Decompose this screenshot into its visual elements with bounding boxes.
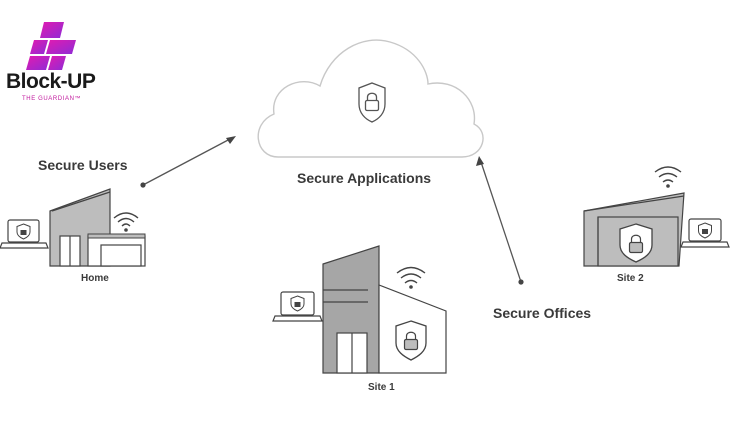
label-site2: Site 2 — [617, 273, 644, 284]
laptop-lock-icon — [0, 219, 49, 249]
logo-mark — [26, 22, 76, 70]
shield-lock-icon — [619, 223, 653, 263]
label-secure-applications: Secure Applications — [297, 170, 432, 186]
wifi-icon — [396, 266, 426, 289]
shield-lock-icon — [358, 82, 386, 123]
site1-building — [322, 245, 447, 374]
shield-lock-icon — [395, 320, 427, 361]
home-building — [49, 188, 146, 267]
wifi-icon — [654, 166, 682, 188]
brand-tagline: THE GUARDIAN™ — [22, 96, 82, 102]
laptop-lock-icon — [272, 291, 323, 322]
label-home: Home — [81, 273, 109, 284]
label-secure-users: Secure Users — [38, 157, 128, 173]
arrow-home-to-cloud — [140, 136, 236, 188]
laptop-lock-icon — [680, 218, 730, 248]
brand-name: Block-UP — [6, 70, 96, 93]
label-site1: Site 1 — [368, 382, 395, 393]
arrow-offices-to-cloud — [476, 156, 524, 285]
label-secure-offices: Secure Offices — [493, 305, 592, 321]
wifi-icon — [113, 212, 139, 232]
